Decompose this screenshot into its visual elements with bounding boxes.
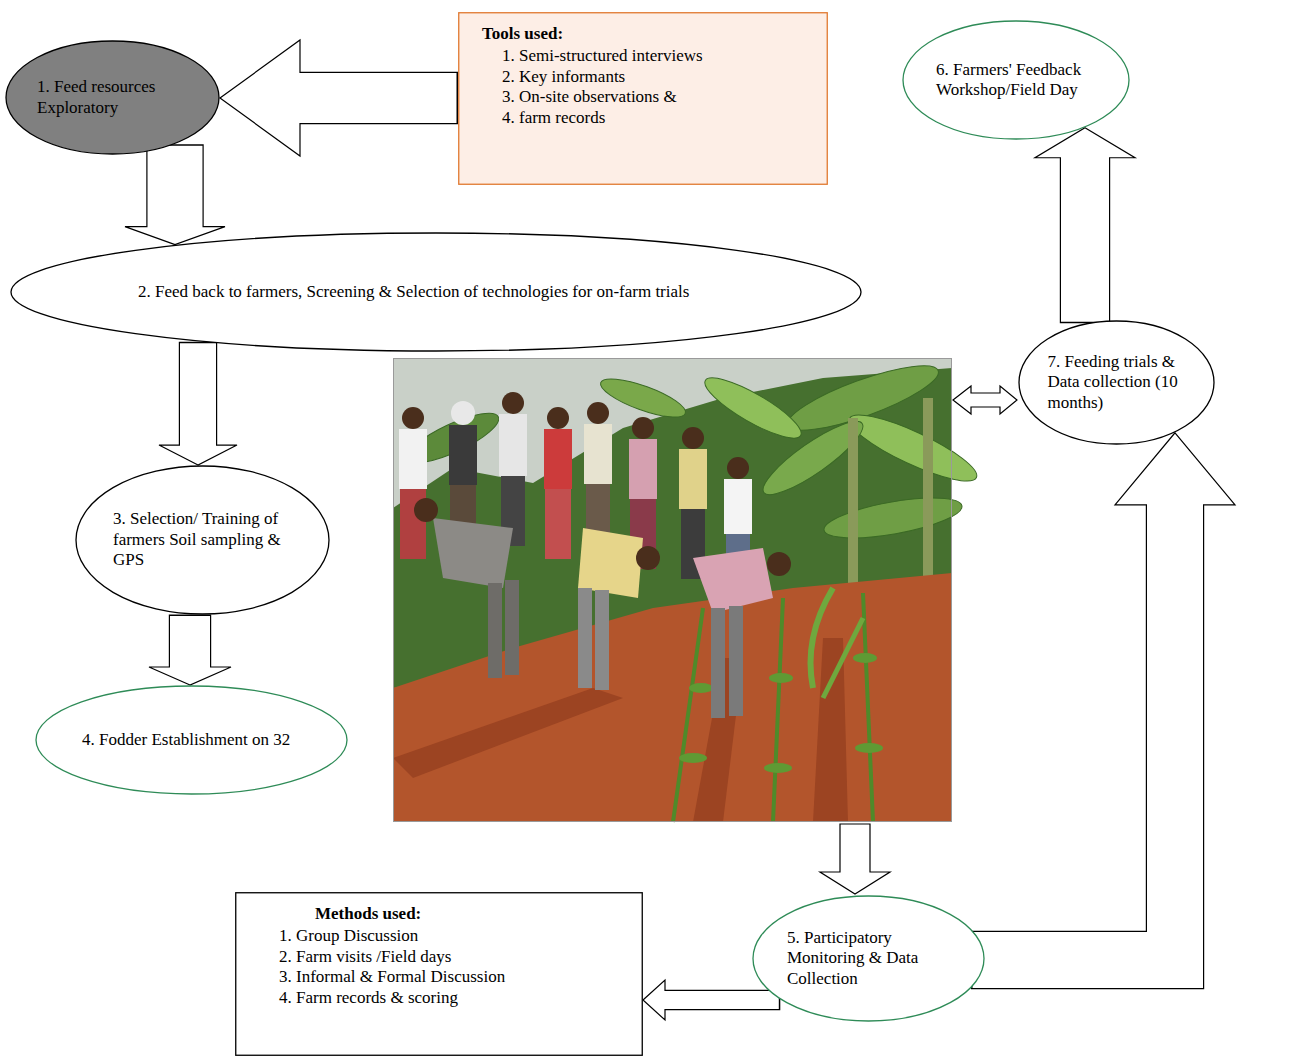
block-arrow xyxy=(971,433,1235,960)
arrow-head xyxy=(159,445,237,465)
step-label: 1. Feed resources Exploratory xyxy=(37,77,188,118)
step-label: 6. Farmers' Feedback Workshop/Field Day xyxy=(936,60,1096,101)
ellipse-shape xyxy=(1019,321,1214,444)
arrow-shaft-fill xyxy=(180,343,216,447)
list-item: 3. On-site observations & xyxy=(482,87,816,107)
list-item: 1. Semi-structured interviews xyxy=(482,46,816,66)
text-block: Methods used:1. Group Discussion2. Farm … xyxy=(235,892,643,1008)
process-ellipse: 6. Farmers' Feedback Workshop/Field Day xyxy=(902,20,1130,140)
text-block: 1. Feed resources Exploratory xyxy=(37,77,188,118)
process-ellipse: 1. Feed resources Exploratory xyxy=(5,40,220,155)
process-ellipse: 3. Selection/ Training of farmers Soil s… xyxy=(75,465,330,615)
ellipse-shape xyxy=(11,233,861,351)
ellipse-shape xyxy=(36,686,347,794)
arrow-shaft-fill xyxy=(170,616,210,669)
rect-shape xyxy=(459,13,828,185)
text-block: 7. Feeding trials & Data collection (10 … xyxy=(1048,352,1186,413)
block-arrow xyxy=(159,342,237,465)
text-block: Tools used:1. Semi-structured interviews… xyxy=(458,12,828,128)
banana-leaves xyxy=(402,354,983,588)
text-block: 3. Selection/ Training of farmers Soil s… xyxy=(113,509,292,570)
arrow-shaft-fill xyxy=(1061,156,1109,322)
list-item: 2. Farm visits /Field days xyxy=(259,947,631,967)
list-item: 4. farm records xyxy=(482,108,816,128)
text-block: 5. Participatory Monitoring & Data Colle… xyxy=(787,928,950,989)
process-ellipse: 2. Feed back to farmers, Screening & Sel… xyxy=(10,232,862,352)
ellipse-shape xyxy=(6,41,219,154)
list-item: 1. Group Discussion xyxy=(259,926,631,946)
process-ellipse: 7. Feeding trials & Data collection (10 … xyxy=(1018,320,1215,445)
process-ellipse: 4. Fodder Establishment on 32 xyxy=(35,685,348,795)
ellipse-shape xyxy=(753,896,984,1021)
text-block: 6. Farmers' Feedback Workshop/Field Day xyxy=(936,60,1096,101)
note-box: Tools used:1. Semi-structured interviews… xyxy=(458,12,828,185)
ellipse-shape xyxy=(903,21,1129,139)
ellipse-shape xyxy=(76,466,329,614)
block-arrow xyxy=(125,144,225,244)
field-photo xyxy=(393,354,983,822)
rect-shape xyxy=(236,893,643,1056)
arrow-shaft-fill xyxy=(663,991,779,1009)
list-item: 3. Informal & Formal Discussion xyxy=(259,967,631,987)
photo-double-arrow xyxy=(953,386,1017,414)
arrow-head xyxy=(149,667,231,685)
list-item: 4. Farm records & scoring xyxy=(259,988,631,1008)
arrow-shaft-fill xyxy=(298,73,457,123)
arrow-shaft-fill xyxy=(973,503,1176,960)
block-arrow xyxy=(643,980,780,1020)
step-label: 3. Selection/ Training of farmers Soil s… xyxy=(113,509,292,570)
process-ellipse: 5. Participatory Monitoring & Data Colle… xyxy=(752,895,985,1022)
arrow-head xyxy=(643,980,665,1020)
photo-frame xyxy=(394,359,952,822)
arrow-shaft-fill xyxy=(148,146,203,229)
photo-soil xyxy=(393,573,952,822)
list-item: 2. Key informants xyxy=(482,67,816,87)
crop-rows xyxy=(673,588,883,822)
step-label: 4. Fodder Establishment on 32 xyxy=(82,730,301,750)
photo-arrow-down xyxy=(820,824,890,894)
block-arrow xyxy=(149,615,231,685)
step-label: 7. Feeding trials & Data collection (10 … xyxy=(1048,352,1186,413)
text-block: 4. Fodder Establishment on 32 xyxy=(82,730,301,750)
arrow-shaft-outline xyxy=(971,505,1175,960)
step-label: 5. Participatory Monitoring & Data Colle… xyxy=(787,928,950,989)
box-heading: Tools used: xyxy=(482,24,816,44)
text-block: 2. Feed back to farmers, Screening & Sel… xyxy=(138,282,734,302)
box-heading: Methods used: xyxy=(315,904,631,924)
step-label: 2. Feed back to farmers, Screening & Sel… xyxy=(138,282,734,302)
farmers xyxy=(399,392,791,718)
block-arrow xyxy=(220,40,458,156)
note-box: Methods used:1. Group Discussion2. Farm … xyxy=(235,892,643,1056)
block-arrow xyxy=(1035,128,1135,324)
arrow-head xyxy=(220,40,300,156)
